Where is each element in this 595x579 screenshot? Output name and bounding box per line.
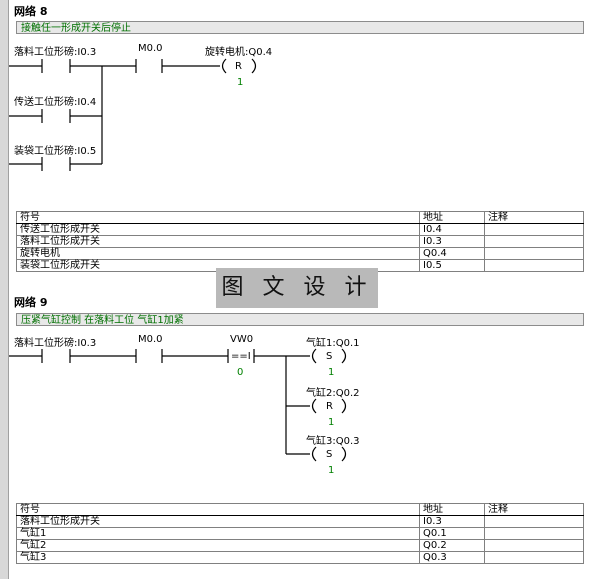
n8-coil-left [221, 58, 227, 74]
comment-cell [484, 247, 584, 260]
symbol-cell: 旋转电机 [16, 247, 420, 260]
symbol-cell: 落料工位形成开关 [16, 515, 420, 528]
n8-contact-1-label: 落料工位形磅:I0.3 [14, 47, 97, 58]
symbol-cell: 落料工位形成开关 [16, 235, 420, 248]
n9-coil-3-count: 1 [328, 465, 335, 476]
table-row: 气缸2 Q0.2 [16, 539, 584, 552]
n9-compare-value: 0 [237, 367, 244, 378]
table-row: 旋转电机 Q0.4 [16, 247, 584, 260]
address-cell: I0.4 [419, 223, 485, 236]
n9-coil-1-type: S [326, 351, 333, 362]
table-header-symbol: 符号 [16, 211, 420, 224]
table-header-symbol: 符号 [16, 503, 420, 516]
n9-coil-2-count: 1 [328, 417, 335, 428]
n9-coil-1-label: 气缸1:Q0.1 [306, 338, 360, 349]
comment-cell [484, 527, 584, 540]
table-row: 传送工位形成开关 I0.4 [16, 223, 584, 236]
symbol-cell: 气缸3 [16, 551, 420, 564]
table-header-address: 地址 [419, 503, 485, 516]
table-row: 气缸1 Q0.1 [16, 527, 584, 540]
symbol-cell: 气缸2 [16, 539, 420, 552]
comment-cell [484, 515, 584, 528]
n8-contact-2-label: M0.0 [138, 43, 163, 54]
address-cell: Q0.4 [419, 247, 485, 260]
network-8-comment[interactable]: 接触任一形成开关后停止 [16, 21, 584, 34]
address-cell: I0.5 [419, 259, 485, 272]
address-cell: I0.3 [419, 515, 485, 528]
n8-contact-3-label: 传送工位形磅:I0.4 [14, 97, 97, 108]
n8-symbol-table: 符号 地址 注释 传送工位形成开关 I0.4 落料工位形成开关 I0.3 旋转电… [16, 211, 584, 272]
comment-cell [484, 539, 584, 552]
symbol-cell: 传送工位形成开关 [16, 223, 420, 236]
comment-cell [484, 223, 584, 236]
n9-compare-op: ==I [231, 351, 251, 362]
address-cell: Q0.2 [419, 539, 485, 552]
table-header-comment: 注释 [484, 503, 584, 516]
table-header-address: 地址 [419, 211, 485, 224]
table-header-comment: 注释 [484, 211, 584, 224]
table-row: 落料工位形成开关 I0.3 [16, 235, 584, 248]
n9-coil-2-label: 气缸2:Q0.2 [306, 388, 360, 399]
n9-coil-3-type: S [326, 449, 333, 460]
address-cell: I0.3 [419, 235, 485, 248]
n9-compare-label: VW0 [230, 334, 254, 345]
left-power-rail-panel [0, 0, 9, 579]
table-row: 落料工位形成开关 I0.3 [16, 515, 584, 528]
address-cell: Q0.1 [419, 527, 485, 540]
watermark-overlay: 图 文 设 计 [216, 268, 378, 308]
n9-symbol-table: 符号 地址 注释 落料工位形成开关 I0.3 气缸1 Q0.1 气缸2 Q0.2… [16, 503, 584, 564]
n8-contact-4-label: 装袋工位形磅:I0.5 [14, 146, 97, 157]
network-9-comment[interactable]: 压紧气缸控制 在落料工位 气缸1加紧 [16, 313, 584, 326]
n9-coil-2-type: R [326, 401, 333, 412]
network-8-title: 网络 8 [14, 5, 48, 18]
comment-cell [484, 551, 584, 564]
n9-contact-2-label: M0.0 [138, 334, 163, 345]
n8-coil-type: R [235, 61, 242, 72]
network-9-title: 网络 9 [14, 296, 48, 309]
address-cell: Q0.3 [419, 551, 485, 564]
n9-coil-3-label: 气缸3:Q0.3 [306, 436, 360, 447]
comment-cell [484, 235, 584, 248]
n8-coil-count: 1 [237, 77, 244, 88]
n8-coil-right [251, 58, 257, 74]
comment-cell [484, 259, 584, 272]
symbol-cell: 气缸1 [16, 527, 420, 540]
table-row: 气缸3 Q0.3 [16, 551, 584, 564]
n9-contact-1-label: 落料工位形磅:I0.3 [14, 338, 97, 349]
n9-coil-1-count: 1 [328, 367, 335, 378]
n8-coil-label: 旋转电机:Q0.4 [205, 47, 273, 58]
